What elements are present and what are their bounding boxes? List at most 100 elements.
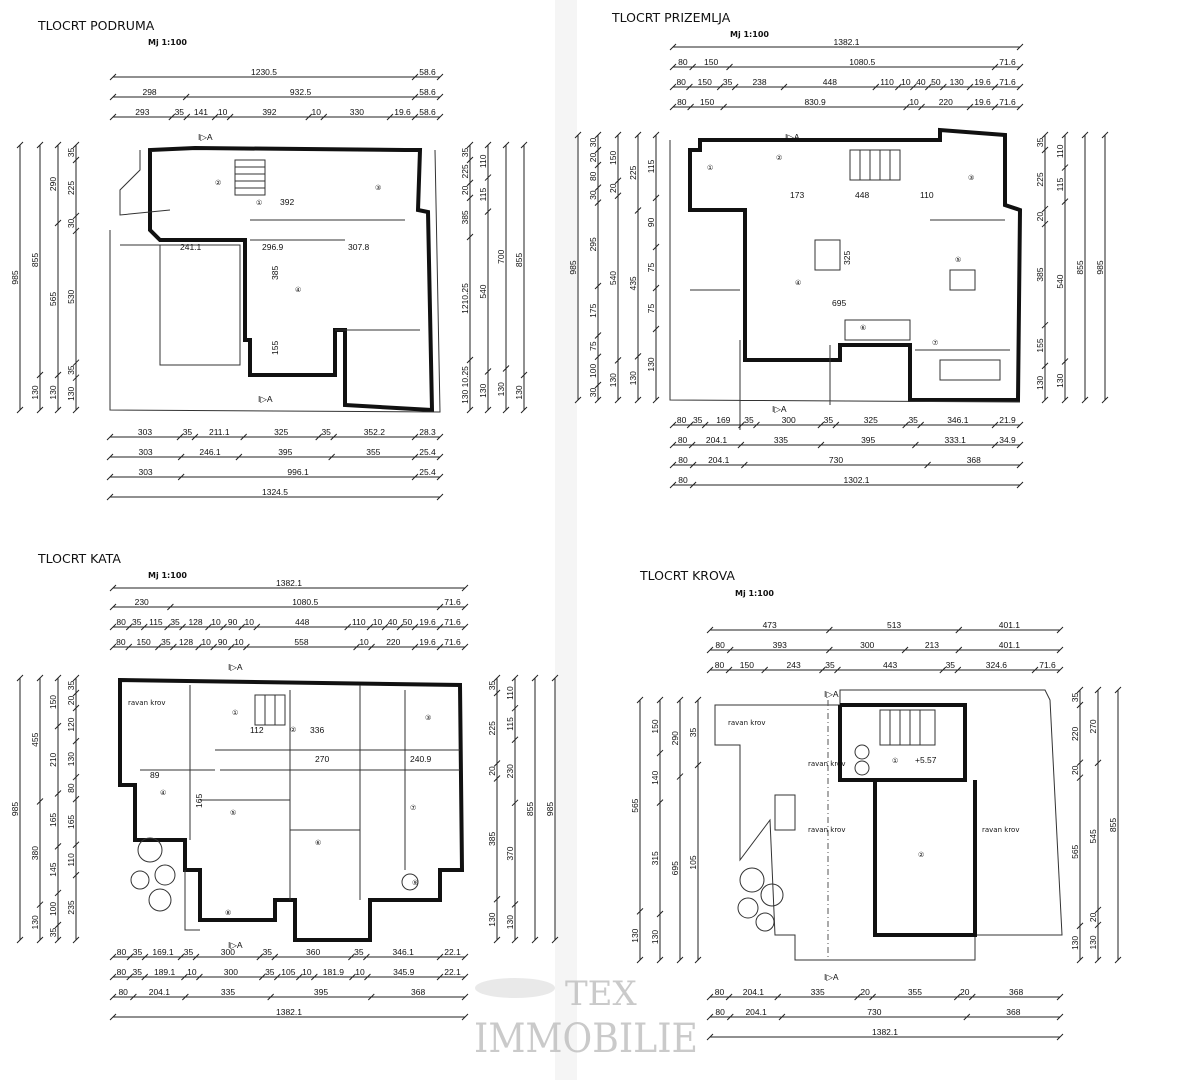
dim-tick — [72, 795, 80, 803]
dim-tick — [1101, 396, 1109, 404]
section-mark: I▷A — [198, 132, 213, 142]
dim-tick — [436, 473, 444, 481]
room-number: ③ — [425, 714, 431, 722]
dim-label: 10 — [373, 617, 383, 627]
dim-tick — [939, 83, 947, 91]
dim-label: 35 — [66, 148, 76, 158]
dim-label: 293 — [135, 107, 149, 117]
dim-tick — [511, 674, 519, 682]
dim-tick — [466, 233, 474, 241]
dim-tick — [531, 936, 539, 944]
dim-label: 35 — [170, 617, 180, 627]
dim-tick — [917, 421, 925, 429]
dim-label: 58.6 — [419, 87, 436, 97]
dim-label: 333.1 — [945, 435, 967, 445]
dim-label: 695 — [832, 298, 846, 308]
dim-label: 1230.5 — [251, 67, 277, 77]
dim-tick — [381, 623, 389, 631]
stair-and-chimney — [774, 709, 936, 831]
dim-label: 130 — [1088, 935, 1098, 949]
dim-tick — [1076, 686, 1084, 694]
dim-tick — [656, 696, 664, 704]
dim-label: 150 — [698, 77, 712, 87]
dim-label: 1210.25 — [460, 283, 470, 314]
dim-tick — [676, 773, 684, 780]
dim-label: 20 — [608, 183, 618, 193]
dim-tick — [1016, 481, 1024, 489]
dim-tick — [363, 953, 370, 961]
dim-tick — [36, 798, 44, 805]
dim-label: 150 — [704, 57, 718, 67]
dim-tick — [330, 433, 338, 441]
dim-label: 35 — [321, 427, 331, 437]
dim-label: 35 — [354, 947, 364, 957]
dim-label: 150 — [608, 151, 618, 165]
dim-tick — [1016, 83, 1024, 91]
dim-tick — [955, 646, 963, 654]
dim-label: 80 — [715, 640, 725, 650]
dim-label: 110 — [66, 853, 76, 867]
dim-tick — [894, 83, 902, 91]
dim-tick — [686, 421, 694, 429]
dim-tick — [125, 643, 133, 651]
dim-label: 225 — [628, 165, 638, 179]
dim-label: 150 — [48, 695, 58, 709]
section-mark: I▷A — [824, 689, 839, 699]
dim-label: 35 — [263, 947, 273, 957]
dim-tick — [72, 773, 80, 781]
dim-tick — [1076, 701, 1084, 709]
watermark: TEX IMMOBILIE — [474, 974, 698, 1062]
dim-tick — [1061, 131, 1069, 139]
dim-label: 855 — [1108, 818, 1118, 832]
dim-tick — [484, 368, 492, 375]
dim-tick — [687, 103, 694, 111]
dim-tick — [72, 704, 80, 712]
dim-label: 35 — [183, 427, 193, 437]
dim-label: 35 — [1070, 693, 1080, 703]
dim-label: 100 — [48, 902, 58, 916]
dim-label: 80 — [678, 57, 688, 67]
dim-tick — [502, 365, 510, 372]
dim-tick — [436, 493, 444, 501]
dim-tick — [669, 441, 677, 449]
dim-label: 30 — [588, 190, 598, 200]
dim-label: 150 — [137, 637, 151, 647]
vegetation — [737, 744, 870, 932]
dim-label: 110 — [352, 617, 366, 627]
dim-tick — [1041, 396, 1049, 404]
dim-tick — [1056, 1013, 1064, 1021]
dim-label: 315 — [650, 851, 660, 865]
dim-label: 189.1 — [154, 967, 176, 977]
dim-label: 80 — [715, 987, 725, 997]
dim-tick — [966, 103, 974, 111]
roof-label: ravan krov — [808, 760, 845, 768]
dim-label: 71.6 — [444, 597, 461, 607]
dim-label: 355 — [366, 447, 380, 457]
dim-label: 89 — [150, 770, 160, 780]
room-number: ① — [892, 757, 898, 765]
dim-label: 10 — [234, 637, 244, 647]
dim-tick — [1061, 164, 1069, 171]
dim-tick — [182, 993, 189, 1001]
dim-label: 110 — [920, 190, 934, 200]
dim-tick — [939, 666, 947, 674]
dim-label: 10 — [359, 637, 369, 647]
dim-tick — [1041, 220, 1049, 228]
dim-tick — [411, 113, 419, 121]
dim-tick — [901, 646, 909, 654]
dim-tick — [368, 643, 375, 651]
dim-label: 540 — [1055, 274, 1065, 288]
dim-label: 10 — [312, 107, 322, 117]
dim-label: 130 — [650, 930, 660, 944]
dim-tick — [271, 953, 279, 961]
dim-tick — [109, 93, 117, 101]
dim-label: 80 — [118, 987, 128, 997]
dim-tick — [466, 356, 474, 364]
dim-tick — [669, 103, 677, 111]
dim-tick — [1056, 646, 1064, 654]
dim-tick — [349, 973, 356, 981]
dim-label: 330 — [350, 107, 364, 117]
dim-tick — [16, 674, 24, 682]
room-number: ⑦ — [410, 804, 416, 812]
dim-label: 115 — [478, 188, 488, 202]
